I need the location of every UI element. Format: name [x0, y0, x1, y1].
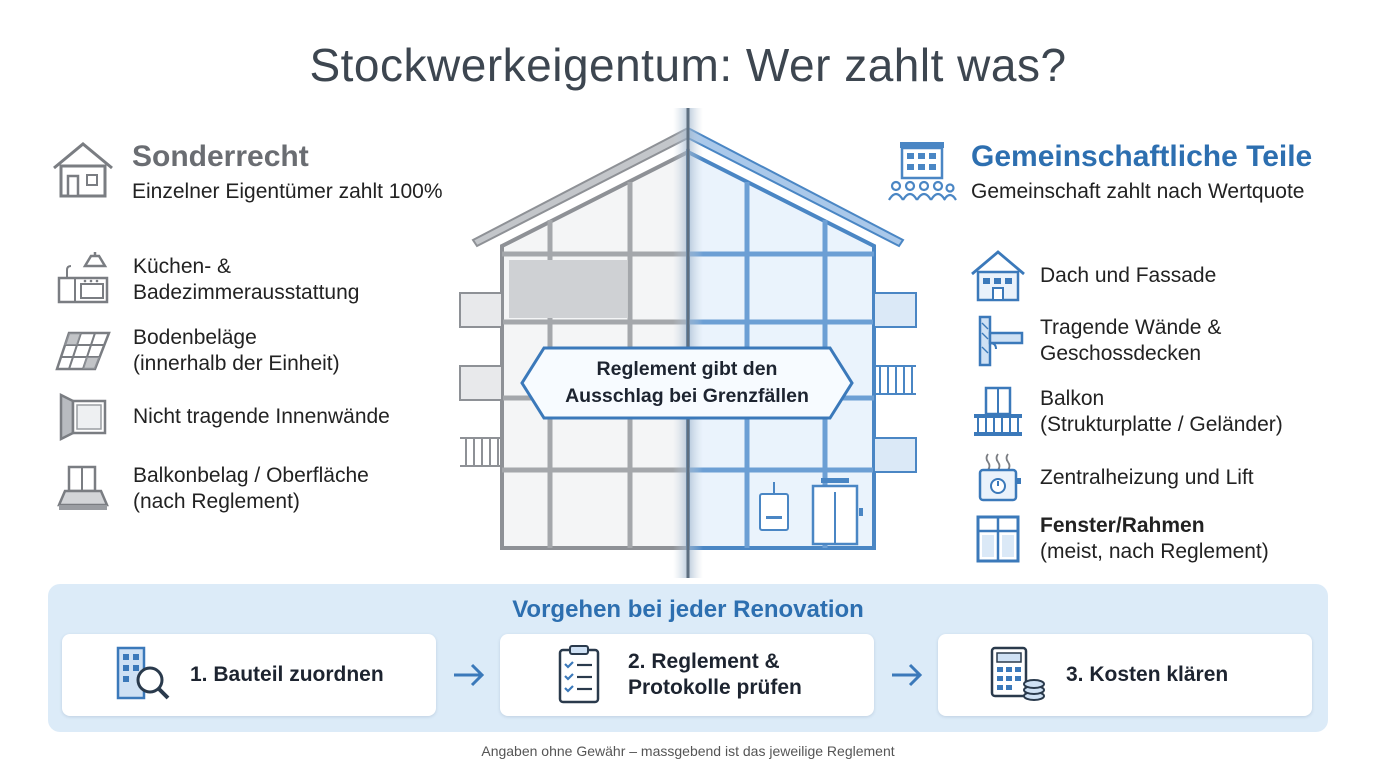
- gemeinschaft-title: Gemeinschaftliche Teile: [971, 140, 1313, 173]
- balcony-surface-icon: [55, 461, 111, 517]
- list-item: Nicht tragende Innenwände: [55, 389, 390, 445]
- item-text-rest: (meist, nach Reglement): [1040, 540, 1269, 563]
- callout-text: Reglement gibt den Ausschlag bei Grenzfä…: [565, 358, 809, 407]
- step-label: 2. Reglement & Protokolle prüfen: [628, 650, 802, 699]
- list-item: Küchen- & Badezimmerausstattung: [55, 252, 359, 308]
- sonderrecht-subtitle: Einzelner Eigentümer zahlt 100%: [132, 180, 443, 203]
- list-item: Tragende Wände & Geschossdecken: [970, 313, 1221, 369]
- item-text: Zentralheizung und Lift: [1040, 466, 1254, 489]
- step-card: 2. Reglement & Protokolle prüfen: [500, 634, 874, 716]
- step-label: 3. Kosten klären: [1066, 663, 1229, 686]
- item-text: Bodenbeläge (innerhalb der Einheit): [133, 326, 340, 375]
- kitchen-icon: [55, 252, 111, 308]
- step-card: 1. Bauteil zuordnen: [62, 634, 436, 716]
- item-text: Dach und Fassade: [1040, 264, 1217, 287]
- callout-box: Reglement gibt den Ausschlag bei Grenzfä…: [520, 346, 854, 420]
- calculator-icon: [986, 644, 1048, 706]
- list-item: Bodenbeläge (innerhalb der Einheit): [55, 323, 340, 379]
- item-text: Küchen- & Badezimmerausstattung: [133, 255, 360, 304]
- checklist-icon: [548, 644, 610, 706]
- building-illustration: [455, 108, 921, 583]
- item-text: Tragende Wände & Geschossdecken: [1040, 316, 1222, 365]
- item-text: Balkon (Strukturplatte / Geländer): [1040, 387, 1283, 436]
- community-building-icon: [886, 140, 958, 211]
- balcony-icon: [970, 384, 1026, 440]
- item-text: Fenster/Rahmen (meist, nach Reglement): [1040, 513, 1269, 565]
- heating-icon: [970, 450, 1026, 506]
- sonderrecht-title: Sonderrecht: [132, 140, 309, 173]
- load-bearing-wall-icon: [970, 313, 1026, 369]
- list-item: Balkon (Strukturplatte / Geländer): [970, 384, 1283, 440]
- disclaimer: Angaben ohne Gewähr – massgebend ist das…: [481, 743, 895, 759]
- list-item: Zentralheizung und Lift: [970, 450, 1254, 506]
- house-icon: [50, 140, 116, 205]
- interior-wall-icon: [55, 389, 111, 445]
- window-icon: [970, 511, 1026, 567]
- step-card: 3. Kosten klären: [938, 634, 1312, 716]
- page-title: Stockwerkeigentum: Wer zahlt was?: [309, 39, 1067, 91]
- building-search-icon: [110, 644, 172, 706]
- list-item: Balkonbelag / Oberfläche (nach Reglement…: [55, 461, 369, 517]
- item-text: Balkonbelag / Oberfläche (nach Reglement…: [133, 464, 369, 513]
- arrow-right-icon: [890, 662, 924, 693]
- item-text: Nicht tragende Innenwände: [133, 405, 390, 428]
- step-label: 1. Bauteil zuordnen: [190, 663, 384, 686]
- arrow-right-icon: [452, 662, 486, 693]
- house-icon: [970, 248, 1026, 304]
- list-item: Dach und Fassade: [970, 248, 1216, 304]
- process-title: Vorgehen bei jeder Renovation: [512, 596, 864, 623]
- item-text-bold: Fenster/Rahmen: [1040, 514, 1205, 537]
- list-item: Fenster/Rahmen (meist, nach Reglement): [970, 511, 1269, 567]
- gemeinschaft-subtitle: Gemeinschaft zahlt nach Wertquote: [971, 180, 1305, 203]
- floor-tiles-icon: [55, 323, 111, 379]
